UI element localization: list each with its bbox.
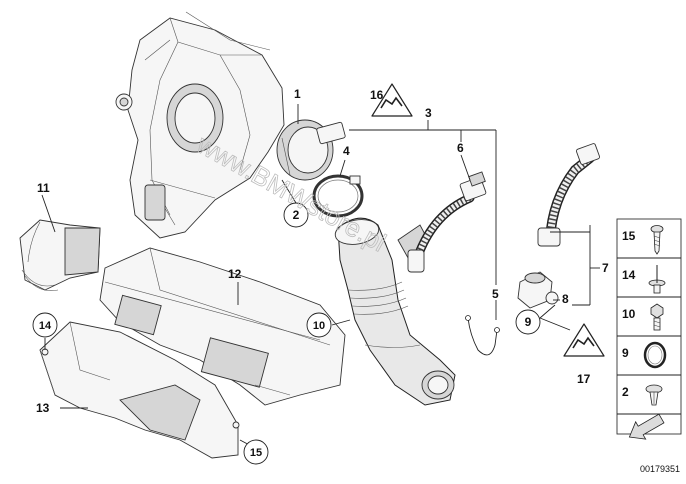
wire-part-5: [465, 315, 500, 356]
warning-triangle-icon: [371, 83, 413, 117]
rivet-icon: [648, 265, 666, 294]
callout-14: 14: [39, 320, 52, 332]
callout-labels: 1 3 4 5 6 7 8 11 12 13 16 17: [36, 87, 609, 415]
callout-9: 9: [525, 315, 532, 329]
air-duct-part-12: [99, 247, 346, 406]
leader-lines: [41, 104, 600, 449]
callout-2: 2: [281, 179, 309, 228]
intake-boot: [334, 217, 456, 406]
callout-13: 13: [36, 401, 50, 415]
legend-label-14: 14: [622, 268, 636, 282]
callout-4: 4: [343, 144, 350, 158]
legend-label-10: 10: [622, 307, 636, 321]
circled-callouts: 10 9 14 15: [32, 309, 541, 465]
callout-7: 7: [602, 261, 609, 275]
legend-label-9: 9: [622, 346, 629, 360]
expanding-rivet-icon: [645, 384, 663, 406]
connector-part-8: [517, 271, 559, 309]
air-filter-housing: [115, 11, 285, 239]
lower-duct-part-13: [39, 321, 240, 459]
mass-air-flow-sensor: [276, 119, 346, 181]
callout-3: 3: [425, 106, 432, 120]
callout-10: 10: [313, 320, 325, 332]
screw-icon: [650, 225, 664, 255]
callout-16: 16: [370, 88, 384, 102]
legend-label-2: 2: [622, 385, 629, 399]
callout-17: 17: [577, 372, 591, 386]
callout-2-label: 2: [293, 208, 300, 222]
callout-15: 15: [250, 447, 262, 459]
intake-duct-left: [19, 219, 101, 291]
callout-11: 11: [37, 181, 50, 195]
vent-hose-right: [537, 143, 601, 247]
hex-bolt-icon: [650, 303, 664, 331]
callout-6: 6: [457, 141, 464, 155]
legend-label-15: 15: [622, 229, 636, 243]
callout-8: 8: [562, 292, 569, 306]
hardware-legend: 15 14 10 9 2: [616, 218, 682, 440]
direction-arrow-icon: [628, 413, 665, 440]
callout-1: 1: [294, 87, 301, 101]
o-ring-icon: [643, 341, 667, 369]
callout-12: 12: [228, 267, 242, 281]
callout-5: 5: [492, 287, 499, 301]
warning-triangle-icon: [563, 323, 605, 357]
reference-number: 00179351: [640, 464, 680, 474]
vent-hose: [407, 171, 487, 273]
hose-clamp: [312, 174, 364, 218]
